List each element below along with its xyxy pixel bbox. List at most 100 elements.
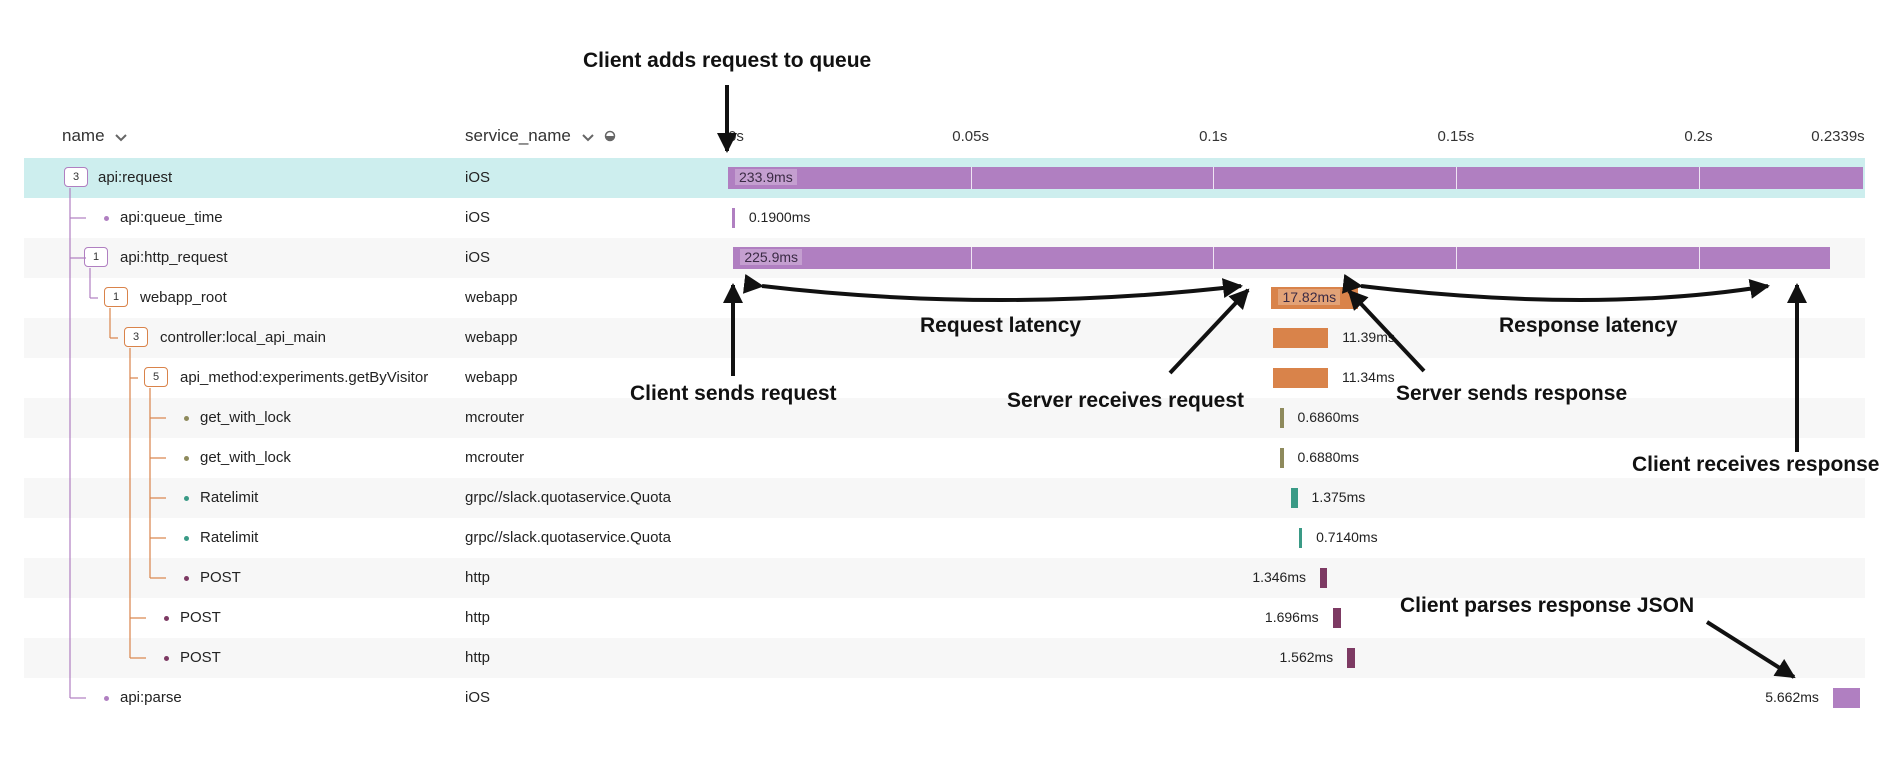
name-column-header[interactable]: name (62, 126, 127, 147)
span-row[interactable]: 3 controller:local_api_main webapp 11.39ms (24, 318, 1865, 358)
chevron-down-icon[interactable] (581, 127, 594, 147)
span-service: mcrouter (465, 409, 525, 426)
span-duration-label: 1.375ms (1311, 489, 1366, 505)
span-name: controller:local_api_main (160, 329, 326, 346)
bar-gridline (970, 247, 972, 269)
span-service: iOS (465, 209, 491, 226)
bar-gridline (1455, 247, 1457, 269)
span-service: grpc//slack.quotaservice.Quota (465, 529, 671, 546)
bar-gridline (1698, 167, 1700, 189)
span-duration-label: 0.7140ms (1316, 529, 1378, 545)
axis-tick: 0.05s (952, 128, 989, 145)
axis-tick: 0.1s (1199, 128, 1228, 145)
name-header-label: name (62, 126, 105, 145)
axis-tick: 0.2339s (1811, 128, 1865, 145)
span-duration-label: 5.662ms (1765, 689, 1819, 705)
leaf-dot (184, 496, 189, 501)
span-name: POST (180, 649, 221, 666)
span-bar[interactable] (1298, 528, 1303, 548)
child-count-badge[interactable]: 1 (84, 247, 108, 267)
span-service: http (465, 649, 491, 666)
bar-gridline (970, 167, 972, 189)
span-service: webapp (465, 369, 518, 386)
annotation-parses: Client parses response JSON (1400, 594, 1695, 617)
span-name: POST (200, 569, 241, 586)
span-bar[interactable] (1280, 408, 1284, 428)
annotation-client-receives: Client receives response (1632, 453, 1880, 476)
annotation-request-latency: Request latency (920, 314, 1082, 337)
leaf-dot (184, 456, 189, 461)
leaf-dot (164, 656, 169, 661)
span-bar[interactable] (731, 208, 735, 228)
span-name: webapp_root (140, 289, 227, 306)
annotation-server-sends: Server sends response (1396, 382, 1628, 405)
axis-tick: 0.15s (1437, 128, 1475, 145)
span-bar[interactable] (733, 247, 1830, 269)
span-service: http (465, 569, 491, 586)
service-column-header[interactable]: service_name (465, 126, 616, 147)
leaf-dot (184, 576, 189, 581)
span-duration-label: 0.1900ms (748, 209, 811, 225)
span-row[interactable]: 1 api:http_request iOS 225.9ms (24, 238, 1865, 278)
span-duration-label: 0.6860ms (1297, 409, 1360, 425)
span-row[interactable]: POST http 1.696ms (24, 598, 1865, 638)
span-name: api:queue_time (120, 209, 223, 226)
child-count-badge[interactable]: 1 (104, 287, 128, 307)
annotation-response-latency: Response latency (1499, 314, 1678, 337)
span-service: webapp (465, 329, 518, 346)
span-row[interactable]: POST http 1.346ms (24, 558, 1865, 598)
axis-tick: 0.2s (1684, 128, 1713, 145)
span-name: Ratelimit (200, 489, 259, 506)
chevron-down-icon[interactable] (115, 127, 127, 147)
span-name: api:parse (120, 689, 182, 706)
annotation-sends-request: Client sends request (630, 382, 837, 405)
span-duration-label: 1.562ms (1279, 649, 1334, 665)
child-count-badge[interactable]: 3 (64, 167, 88, 187)
span-duration-label: 233.9ms (735, 169, 797, 185)
leaf-dot (184, 416, 189, 421)
span-duration-label: 225.9ms (740, 249, 803, 265)
span-bar[interactable] (1272, 368, 1328, 388)
service-header-label: service_name (465, 126, 571, 145)
span-service: iOS (465, 249, 491, 266)
span-bar[interactable] (1347, 648, 1355, 668)
leaf-dot (184, 536, 189, 541)
span-row[interactable]: 5 api_method:experiments.getByVisitor weba… (24, 358, 1865, 398)
bar-gridline (1455, 167, 1457, 189)
axis-tick: 0s (728, 128, 744, 145)
span-row[interactable]: 1 webapp_root webapp 17.82ms (24, 278, 1865, 318)
span-row[interactable]: POST http 1.562ms (24, 638, 1865, 678)
leaf-dot (164, 616, 169, 621)
span-duration-label: 17.82ms (1278, 289, 1341, 305)
span-name: api:http_request (120, 249, 228, 266)
span-duration-label: 0.6880ms (1297, 449, 1360, 465)
span-bar[interactable] (1290, 488, 1298, 508)
span-name: POST (180, 609, 221, 626)
span-duration-label: 1.696ms (1264, 609, 1319, 625)
span-duration-label: 11.39ms (1342, 329, 1395, 345)
span-service: webapp (465, 289, 518, 306)
span-bar[interactable] (728, 167, 1863, 189)
span-bar[interactable] (1332, 608, 1341, 628)
span-bar[interactable] (1832, 688, 1861, 708)
span-duration-label: 1.346ms (1252, 569, 1307, 585)
span-bar[interactable] (1272, 328, 1329, 348)
child-count-badge[interactable]: 3 (124, 327, 148, 347)
span-bar[interactable] (1280, 448, 1284, 468)
span-bar[interactable] (1271, 287, 1358, 309)
color-by-icon[interactable] (604, 127, 616, 147)
span-service: http (465, 609, 491, 626)
span-bar[interactable] (1320, 568, 1327, 588)
span-service: mcrouter (465, 449, 525, 466)
span-row[interactable]: api:queue_time iOS 0.1900ms (24, 198, 1865, 238)
leaf-dot (104, 696, 109, 701)
span-name: api_method:experiments.getByVisitor (180, 369, 429, 386)
child-count-badge[interactable]: 5 (144, 367, 168, 387)
